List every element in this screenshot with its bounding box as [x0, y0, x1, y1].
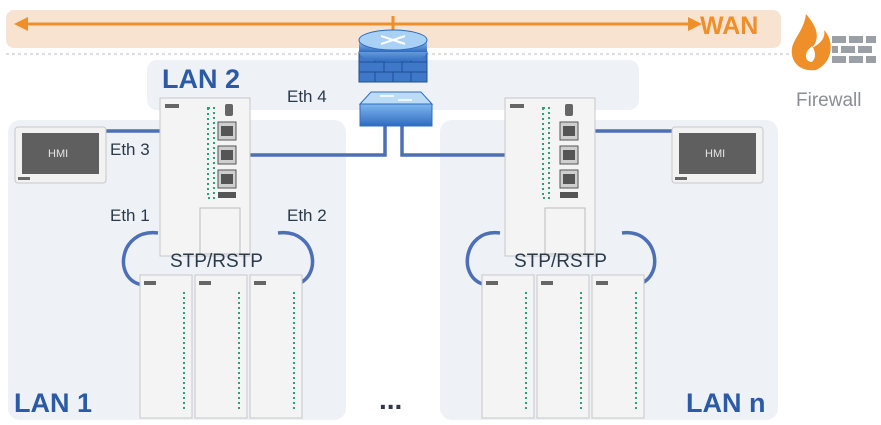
wan-label: WAN — [700, 12, 759, 40]
firewall-label: Firewall — [796, 90, 862, 111]
lann-label: LAN n — [686, 388, 766, 418]
io-modules-left — [139, 274, 303, 419]
lan1-label: LAN 1 — [14, 388, 93, 418]
eth4-label: Eth 4 — [287, 87, 327, 106]
controller-right — [504, 97, 596, 257]
eth1-label: Eth 1 — [110, 206, 150, 225]
switch-icon — [358, 91, 434, 127]
controller-left — [159, 97, 251, 257]
more-lans-ellipsis: ... — [379, 384, 403, 415]
stp-label-right: STP/RSTP — [514, 251, 607, 272]
hmi-right-label: HMI — [705, 148, 726, 160]
hmi-left-label: HMI — [48, 148, 69, 160]
wan-band — [6, 10, 781, 48]
hmi-left — [14, 126, 107, 184]
router-icon — [358, 29, 428, 83]
eth2-label: Eth 2 — [287, 206, 327, 225]
io-modules-right — [481, 274, 645, 419]
eth3-label: Eth 3 — [110, 140, 150, 159]
stp-label-left: STP/RSTP — [170, 251, 263, 272]
hmi-right — [671, 126, 764, 184]
firewall-icon — [791, 14, 876, 71]
lan2-label: LAN 2 — [162, 64, 241, 94]
